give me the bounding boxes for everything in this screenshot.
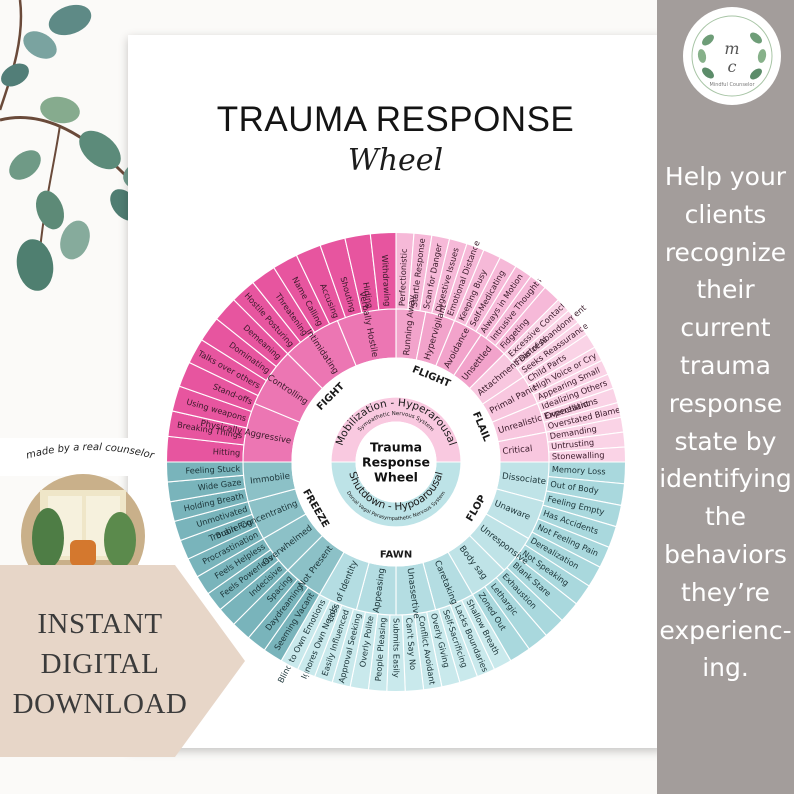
wheel-center-line-2: Response [362,455,430,470]
page-subtitle: Wheel [347,143,444,178]
banner-line-2: DIGITAL [40,648,160,680]
wheel-outer-label-flail: Stonewalling [552,450,605,462]
marketing-description: Help your clients recognize their curren… [657,158,794,687]
download-banner [0,565,245,757]
wheel-outer-label-freeze: Feeling Stuck [185,463,240,475]
wheel-center-circle [355,421,437,503]
wheel-outer-label-fawn: Submits Easily [392,618,402,678]
wheel-outer-label-flail: Untrusting [551,437,595,451]
counselor-badge: made by a real counselor [0,438,165,588]
wheel-rim [165,231,627,693]
wheel-category-label-fawn: FAWN [380,550,412,561]
logo-letter-m: m [724,39,739,58]
wheel-outer-label-flight: Perfectionistic [397,248,409,306]
wheel-outer-label-fight: Hitting [213,446,241,458]
banner-line-1: INSTANT [37,608,163,640]
wheel-outer-label-fight: Hiding [361,281,375,309]
wheel-center-line-3: Wheel [374,470,418,485]
wheel-outer-label-fawn: Can't Say No [404,617,418,670]
sidebar-panel [657,0,794,794]
brand-logo: m c Mindful Counselor [686,10,778,102]
wheel-center-line-1: Trauma [370,440,422,455]
banner-line-3: DOWNLOAD [12,688,188,720]
logo-letter-c: c [728,57,737,76]
logo-caption: Mindful Counselor [709,82,755,88]
wheel-mid-label-flail: Critical [502,444,533,457]
wheel-outer-label-fight: Withdrawing [380,254,393,306]
page-title: TRAUMA RESPONSE [216,100,575,139]
marketing-description-text: Help your clients recognize their curren… [659,162,792,683]
wheel-outer-label-flop: Memory Loss [552,464,606,477]
